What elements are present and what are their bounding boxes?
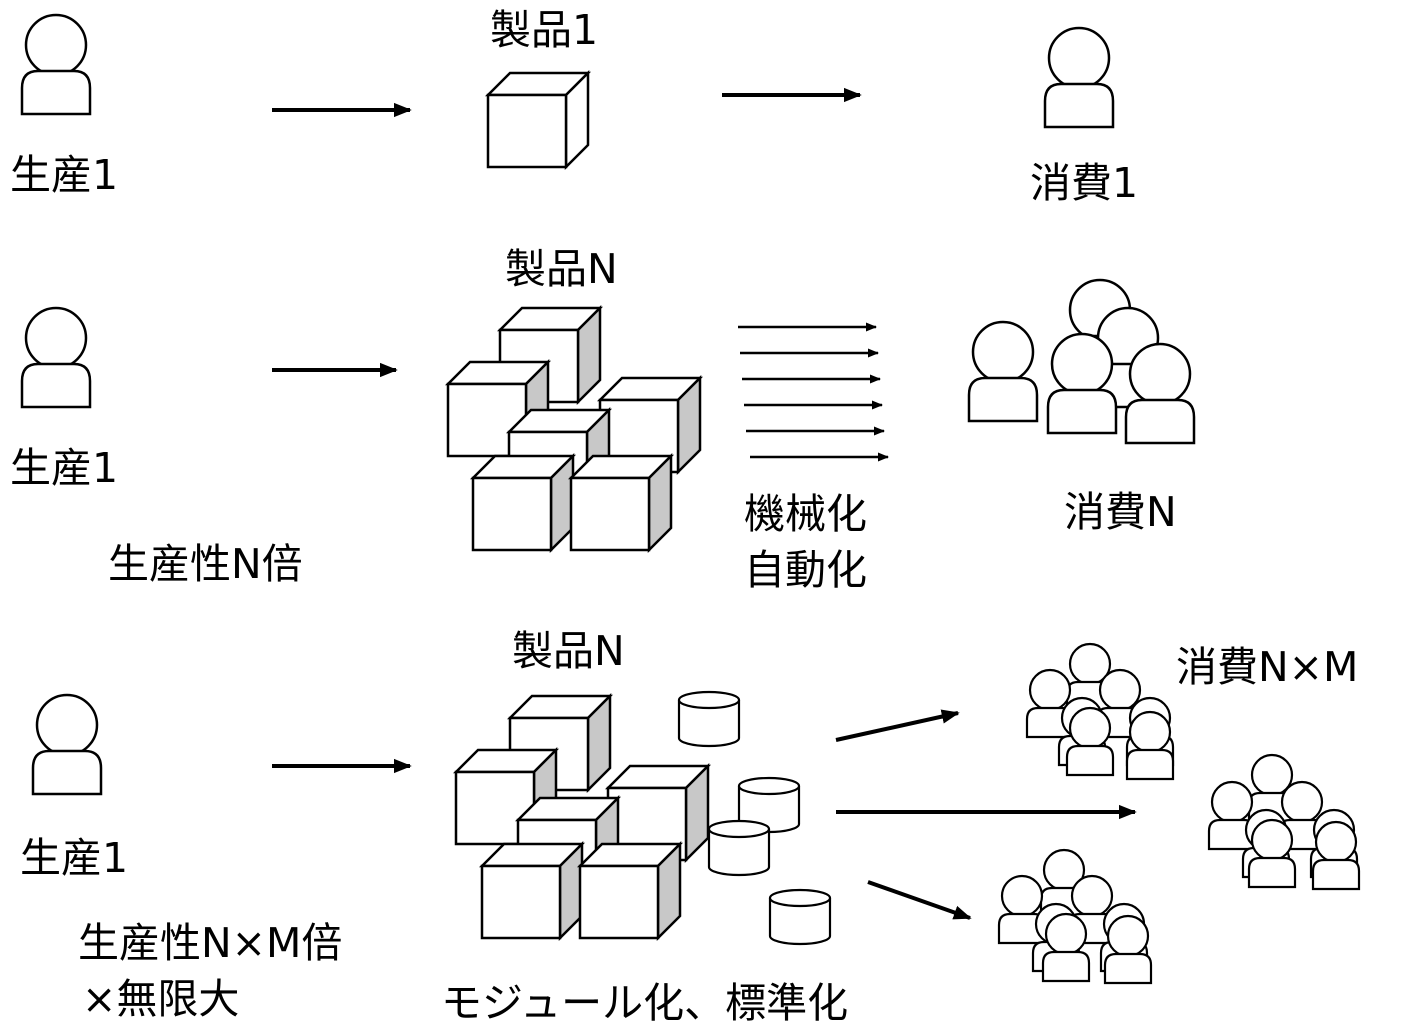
row3-consumer-label: 消費N×M (1176, 643, 1358, 691)
many-arrows-group (738, 322, 890, 462)
producer-icon (31, 693, 103, 796)
row2-product-label: 製品N (505, 245, 618, 293)
consumer-crowd-icon (967, 278, 1196, 445)
row2-consumer-label: 消費N (1064, 488, 1177, 536)
consumer-crowd-icon (1207, 753, 1361, 891)
arrow (835, 709, 960, 742)
row2-method-line2: 自動化 (744, 546, 867, 594)
row3-method-label: モジュール化、標準化 (441, 979, 848, 1027)
row3-productivity-line1: 生産性N×M倍 (78, 919, 342, 967)
consumer-crowd-icon (997, 848, 1153, 985)
row2-producer-label: 生産1 (10, 444, 118, 492)
row1-consumer-label: 消費1 (1030, 159, 1138, 207)
row2-productivity-label: 生産性N倍 (108, 540, 303, 588)
producer-icon (20, 306, 92, 409)
row1-product-label: 製品1 (490, 6, 598, 54)
row3-product-label: 製品N (512, 627, 625, 675)
row3-productivity-line2: ×無限大 (82, 975, 239, 1023)
producer-icon (20, 13, 92, 116)
consumer-crowd-icon (1025, 642, 1175, 781)
consumer-icon (1043, 26, 1115, 129)
row2-method-line1: 機械化 (744, 490, 867, 538)
product-cube-icon (486, 71, 590, 169)
row3-producer-label: 生産1 (20, 834, 128, 882)
product-modules-group (454, 690, 832, 946)
product-cubes-group (446, 306, 702, 552)
row1-producer-label: 生産1 (10, 151, 118, 199)
arrow (867, 880, 972, 920)
